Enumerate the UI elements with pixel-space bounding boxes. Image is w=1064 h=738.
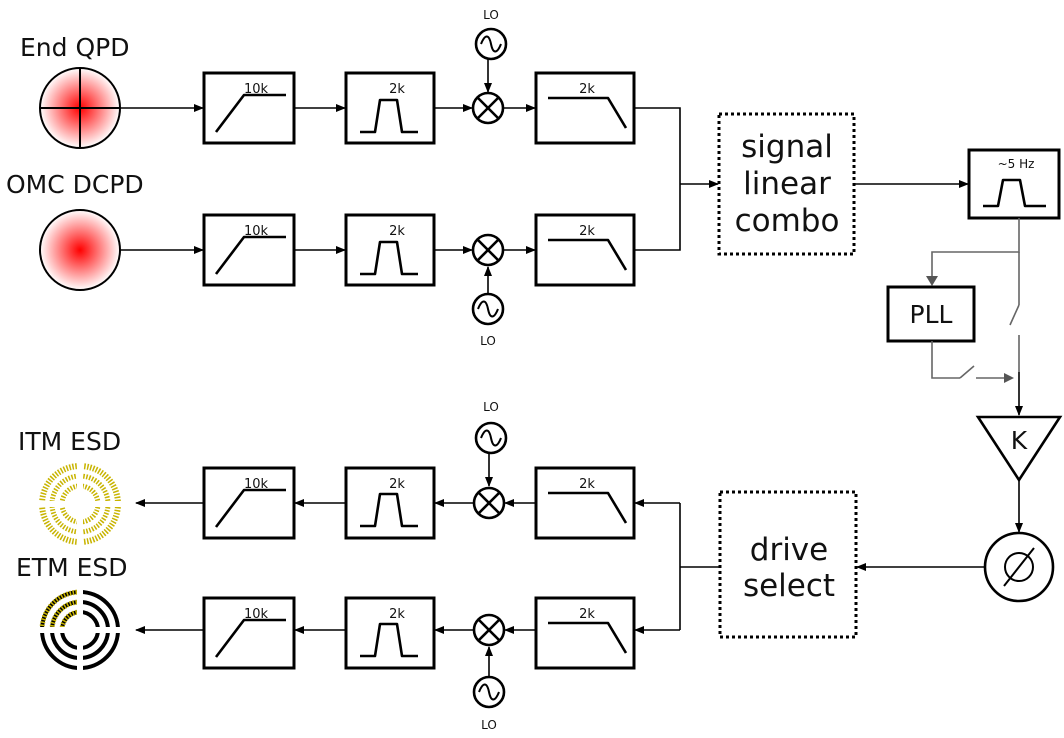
phase-shifter-icon [983,531,1055,603]
narrow-bandpass-filter-label: ~5 Hz [998,157,1035,171]
narrow-bandpass-filter: ~5 Hz [967,148,1061,220]
signal-linear-combo-block: signal linear combo [717,112,856,256]
drive-select-line-1: drive [750,532,828,568]
bandpass-filter-2: 2k [344,213,436,287]
drive-select-line-2: select [743,568,835,604]
lo-4-label: LO [481,718,497,732]
itm-esd-icon [38,462,122,546]
highpass-filter-2: 10k [202,213,296,287]
omc-dcpd-label: OMC DCPD [6,170,144,199]
lowpass-filter-1: 2k [534,71,636,145]
mixer-2-icon [471,233,505,267]
local-oscillator-1-icon [474,27,508,61]
etm-esd-icon [38,588,122,672]
mixer-3-icon [472,486,506,520]
highpass-filter-4-label: 10k [244,607,269,622]
highpass-filter-1: 10k [202,71,296,145]
lowpass-filter-2-label: 2k [579,224,595,239]
highpass-filter-2-label: 10k [244,224,269,239]
local-oscillator-3-icon [474,421,508,455]
highpass-filter-3: 10k [202,466,296,540]
bandpass-filter-3-label: 2k [389,477,405,492]
bandpass-filter-1-label: 2k [389,82,405,97]
lo-2-label: LO [480,334,496,348]
local-oscillator-4-icon [472,675,506,709]
combo-line-2: linear [743,166,831,202]
lowpass-filter-4: 2k [534,596,636,670]
lowpass-filter-4-label: 2k [579,607,595,622]
highpass-filter-1-label: 10k [244,82,269,97]
end-qpd-icon [39,67,121,149]
bandpass-filter-4: 2k [344,596,436,670]
bandpass-filter-1: 2k [344,71,436,145]
pll-block: PLL [886,285,976,343]
pll-label: PLL [910,300,953,329]
bandpass-filter-4-label: 2k [389,607,405,622]
end-qpd-label: End QPD [20,33,129,62]
lo-3-label: LO [483,400,499,414]
highpass-filter-4: 10k [202,596,296,670]
lowpass-filter-3-label: 2k [579,477,595,492]
bandpass-filter-2-label: 2k [389,224,405,239]
drive-select-block: drive select [718,490,858,639]
combo-line-1: signal [741,129,833,165]
omc-dcpd-icon [39,209,121,291]
bandpass-filter-3: 2k [344,466,436,540]
lo-1-label: LO [483,8,499,22]
lowpass-filter-1-label: 2k [579,82,595,97]
highpass-filter-3-label: 10k [244,477,269,492]
mixer-1-icon [471,91,505,125]
combo-line-3: combo [735,203,840,239]
gain-amplifier-icon: K [975,415,1063,483]
local-oscillator-2-icon [471,292,505,326]
etm-esd-label: ETM ESD [16,553,128,582]
mixer-4-icon [472,613,506,647]
lowpass-filter-3: 2k [534,466,636,540]
lowpass-filter-2: 2k [534,213,636,287]
itm-esd-label: ITM ESD [18,427,121,456]
gain-label: K [1011,426,1028,455]
